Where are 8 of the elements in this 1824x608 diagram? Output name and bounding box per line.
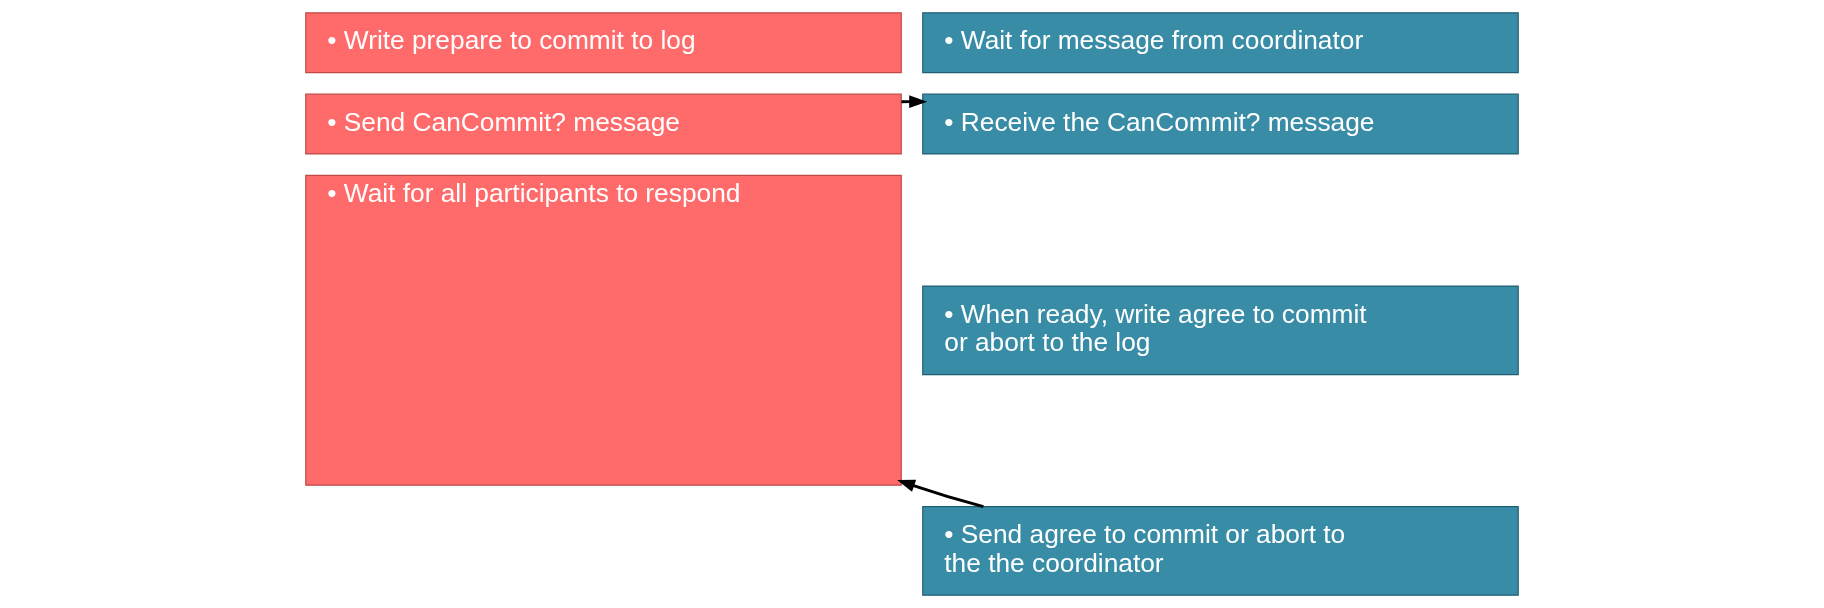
node-box: • Receive the CanCommit? message: [922, 93, 1519, 155]
node-box: • When ready, write agree to commit or abort to the log: [922, 285, 1519, 376]
node-box: • Wait for message from coordinator: [922, 12, 1519, 74]
node-box: • Wait for all participants to respond: [305, 174, 902, 486]
node-box: • Send agree to commit or abort to the the coordinator: [922, 506, 1519, 596]
node-box: • Write prepare to commit to log: [305, 12, 902, 74]
arrow: [897, 479, 984, 508]
node-box: • Send CanCommit? message: [305, 93, 902, 155]
